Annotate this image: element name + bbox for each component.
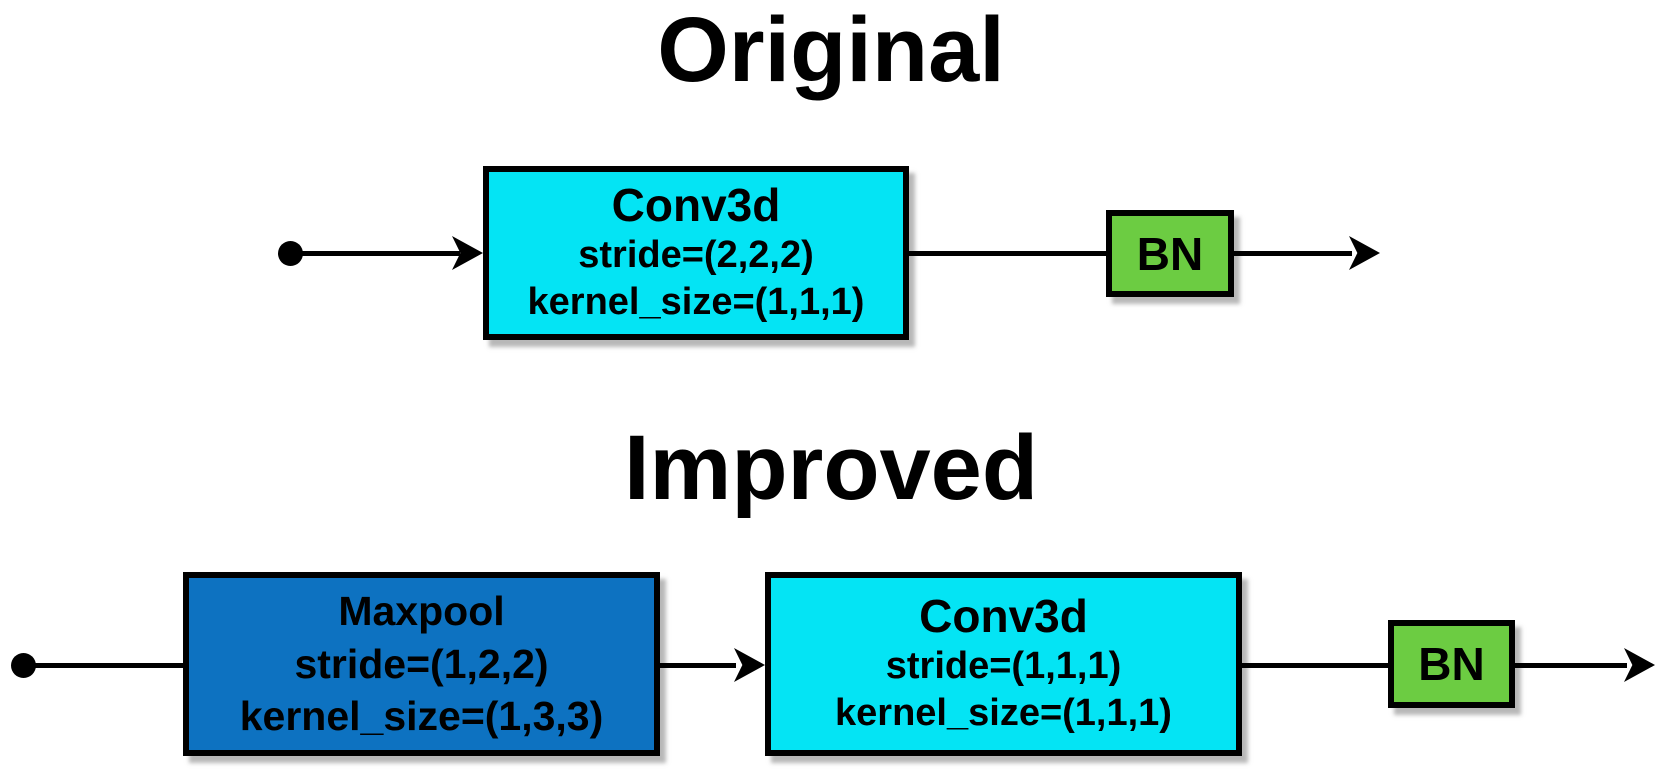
conv3d-kernel-size-label: kernel_size=(1,1,1) (835, 691, 1172, 734)
bn-box-label: BN (1418, 638, 1485, 690)
connector-line (1515, 663, 1627, 668)
conv3d-box-original: Conv3d stride=(2,2,2) kernel_size=(1,1,1… (483, 166, 909, 340)
improved-section-title: Improved (623, 417, 1039, 519)
conv3d-box-improved: Conv3d stride=(1,1,1) kernel_size=(1,1,1… (765, 572, 1242, 756)
maxpool-kernel-size-label: kernel_size=(1,3,3) (239, 693, 604, 740)
maxpool-box-improved: Maxpool stride=(1,2,2) kernel_size=(1,3,… (183, 572, 660, 756)
conv3d-box-title: Conv3d (611, 179, 781, 232)
maxpool-box-title: Maxpool (338, 588, 505, 635)
arrow-right-icon (734, 648, 765, 682)
maxpool-stride-label: stride=(1,2,2) (294, 640, 549, 687)
connector-line (23, 663, 183, 668)
connector-line (660, 663, 736, 668)
bn-box-original: BN (1106, 210, 1234, 297)
connector-line (1242, 663, 1388, 668)
arrow-right-icon (1624, 648, 1655, 682)
bn-box-improved: BN (1388, 620, 1515, 708)
connector-line (290, 251, 460, 256)
connector-line (1234, 251, 1352, 256)
bn-box-label: BN (1136, 227, 1204, 280)
conv3d-kernel-size-label: kernel_size=(1,1,1) (527, 280, 865, 323)
original-section-title: Original (657, 0, 1005, 101)
arrow-right-icon (1349, 236, 1380, 270)
conv3d-stride-label: stride=(2,2,2) (578, 233, 814, 276)
conv3d-box-title: Conv3d (919, 590, 1088, 643)
conv3d-stride-label: stride=(1,1,1) (885, 644, 1122, 687)
connector-line (909, 251, 1106, 256)
